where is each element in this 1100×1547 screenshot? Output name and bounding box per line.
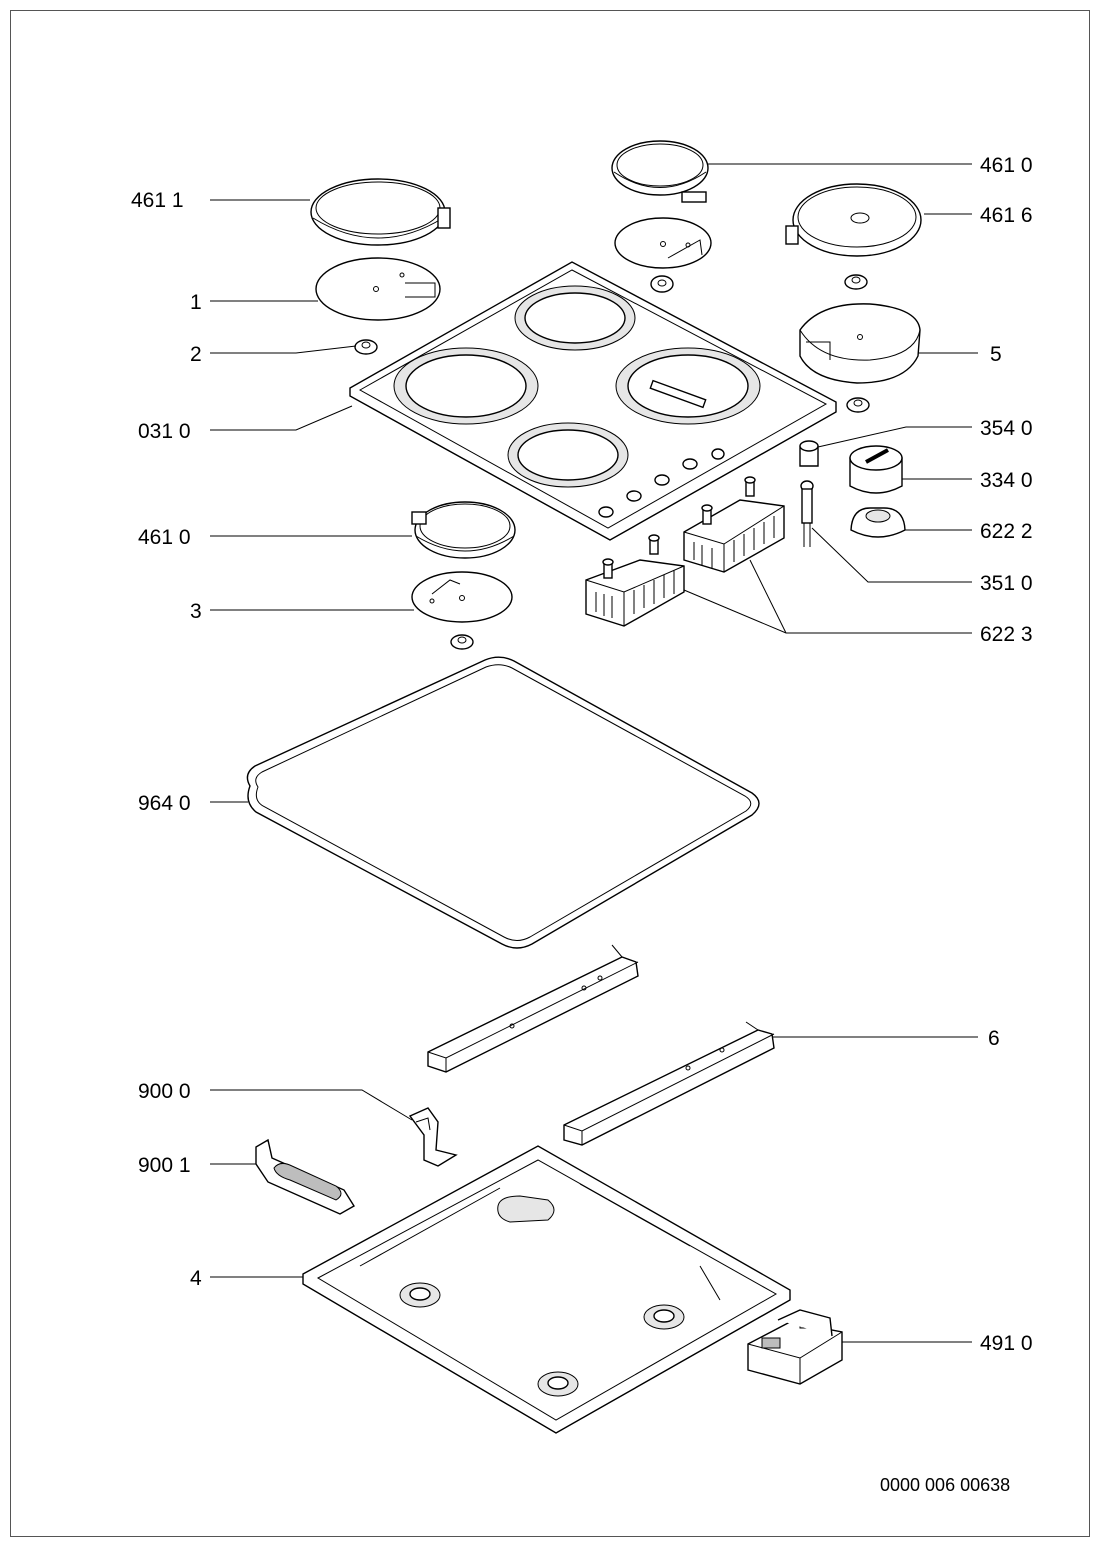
leader-lines [210,163,978,1343]
rail-6 [563,1021,775,1146]
gasket-964-0 [246,656,760,949]
part-labels: 461 1 461 0 461 6 1 2 5 031 0 354 0 334 … [131,154,1033,1495]
label-964-0: 964 0 [138,792,191,815]
label-461-0-top: 461 0 [980,154,1033,177]
label-461-6: 461 6 [980,204,1033,227]
label-491-0: 491 0 [980,1332,1033,1355]
heat-shield-5 [799,303,921,384]
thermostat-351-0 [800,480,814,547]
label-354-0: 354 0 [980,417,1033,440]
label-1: 1 [190,291,202,314]
label-900-1: 900 1 [138,1154,191,1177]
cover-plate-top-center [614,217,712,269]
lamp-354-0 [799,440,819,467]
hotplate-461-0-top [611,140,709,203]
document-number: 0000 006 00638 [880,1475,1010,1495]
label-4: 4 [190,1267,202,1290]
hotplate-461-6 [785,183,922,257]
clip-900-1 [255,1138,355,1215]
cover-plate-3 [411,571,513,623]
bottom-tray-4 [302,1145,791,1434]
label-3: 3 [190,600,202,623]
switch-block-622-3-a [585,534,685,627]
label-622-2: 622 2 [980,520,1033,543]
nut-right-1 [844,274,868,290]
hob-top-031-0 [349,261,837,541]
hotplate-461-1 [310,178,451,246]
label-031-0: 031 0 [138,420,191,443]
switch-block-622-3-b [683,476,785,573]
label-461-0-left: 461 0 [138,526,191,549]
label-6: 6 [988,1027,1000,1050]
label-461-1: 461 1 [131,189,184,212]
label-2: 2 [190,343,202,366]
hotplate-461-0-left [411,501,516,559]
knob-334-0 [849,445,903,494]
terminal-block-491-0 [747,1309,843,1385]
rail-upper [427,944,639,1073]
nut-3 [450,634,474,650]
drawing-frame [10,10,1090,1537]
label-351-0: 351 0 [980,572,1033,595]
label-622-3: 622 3 [980,623,1033,646]
knob-base-622-2 [850,507,906,538]
label-900-0: 900 0 [138,1080,191,1103]
label-5: 5 [990,343,1002,366]
label-334-0: 334 0 [980,469,1033,492]
nut-top-center [650,275,674,293]
nut-2 [354,339,378,355]
bracket-900-0 [408,1107,458,1167]
cover-plate-1 [315,257,441,321]
nut-right-2 [846,397,870,413]
